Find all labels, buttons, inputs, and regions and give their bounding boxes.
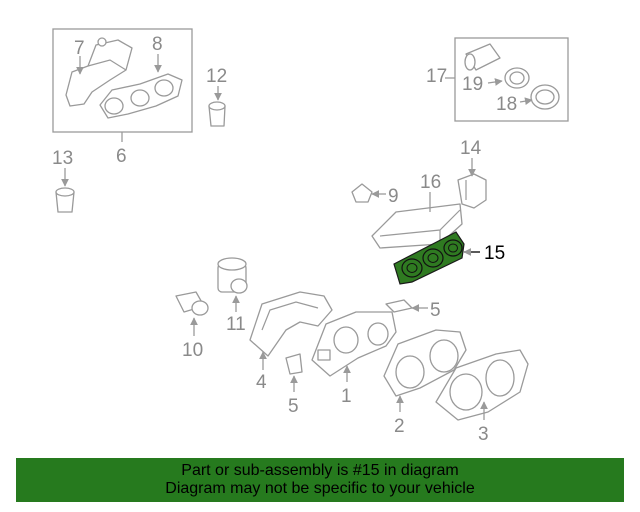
callout-8: 8 xyxy=(152,34,163,55)
part-18-cap[interactable] xyxy=(530,84,560,110)
callout-3: 3 xyxy=(478,424,489,445)
callout-18: 18 xyxy=(496,94,517,115)
part-3-cluster-lid[interactable] xyxy=(435,349,529,421)
part-13-plug[interactable] xyxy=(55,187,75,213)
callout-10: 10 xyxy=(182,340,203,361)
part-17-socket[interactable] xyxy=(464,43,501,71)
part-14-bracket[interactable] xyxy=(457,173,487,209)
part-1-combination-meter[interactable] xyxy=(311,311,397,377)
callout-13: 13 xyxy=(52,148,73,169)
callout-7: 7 xyxy=(74,38,85,59)
part-9-clip[interactable] xyxy=(351,183,373,203)
part-2-meter-housing[interactable] xyxy=(383,329,467,397)
banner-line-1: Part or sub-assembly is #15 in diagram xyxy=(181,462,459,479)
callout-1: 1 xyxy=(341,386,352,407)
part-4-finisher[interactable] xyxy=(249,291,333,357)
part-8-knob-panel[interactable] xyxy=(99,73,183,119)
callout-2: 2 xyxy=(394,416,405,437)
part-7-bracket[interactable] xyxy=(65,37,133,107)
callout-19: 19 xyxy=(462,74,483,95)
part-11-switch[interactable] xyxy=(217,257,248,294)
part-5-lens-lower[interactable] xyxy=(285,353,303,375)
info-banner: Part or sub-assembly is #15 in diagram D… xyxy=(16,458,624,502)
part-15-heater-control[interactable] xyxy=(393,231,465,285)
part-5-lens-upper[interactable] xyxy=(385,299,413,313)
callout-4: 4 xyxy=(256,372,267,393)
callout-5-lower: 5 xyxy=(288,396,299,417)
group-box-17 xyxy=(445,37,569,122)
callout-16: 16 xyxy=(420,172,441,193)
part-10-switch[interactable] xyxy=(175,291,209,316)
callout-5-upper: 5 xyxy=(430,300,441,321)
callout-6: 6 xyxy=(116,146,127,167)
callout-15: 15 xyxy=(484,243,505,264)
part-16-control-unit[interactable] xyxy=(371,203,463,249)
parts-diagram: 7 8 6 12 13 17 19 18 14 9 16 15 11 10 5 … xyxy=(52,28,569,445)
part-12-plug[interactable] xyxy=(208,101,226,127)
part-19-ring[interactable] xyxy=(504,67,530,89)
callout-9: 9 xyxy=(388,186,399,207)
banner-line-2: Diagram may not be specific to your vehi… xyxy=(165,480,475,497)
callout-12: 12 xyxy=(206,66,227,87)
callout-14: 14 xyxy=(460,138,482,159)
callout-11: 11 xyxy=(226,314,246,335)
group-box-6 xyxy=(52,28,193,142)
callout-17: 17 xyxy=(426,66,447,87)
